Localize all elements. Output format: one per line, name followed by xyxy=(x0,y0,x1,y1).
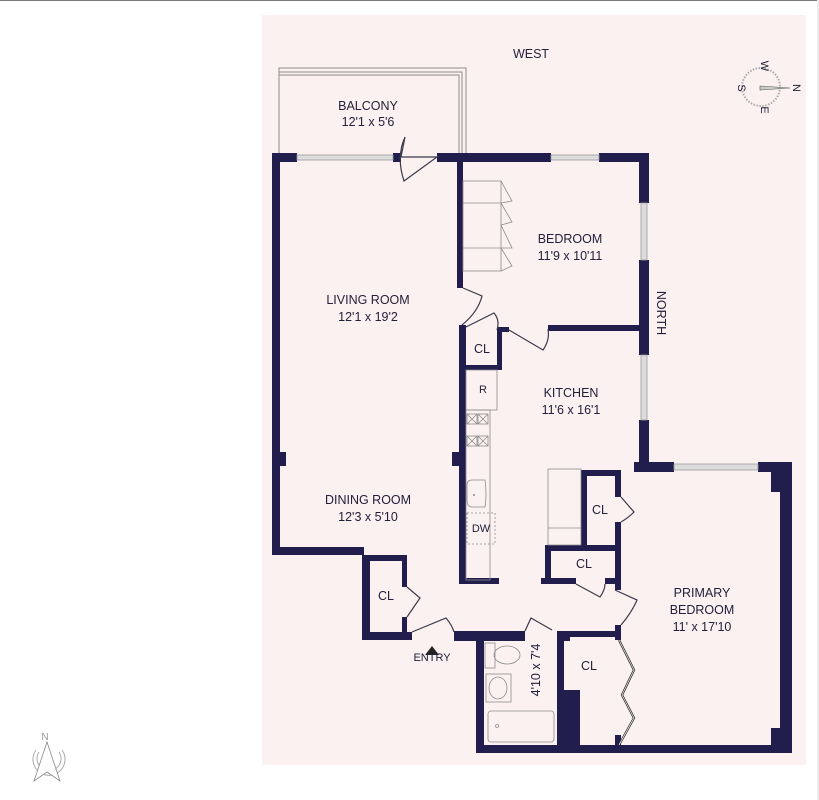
doors xyxy=(399,136,638,746)
dishwasher-label: DW xyxy=(472,523,491,535)
compass-e: E xyxy=(758,106,770,113)
closet-label: CL xyxy=(378,589,394,603)
closet-label: CL xyxy=(581,659,597,673)
plan-background xyxy=(262,15,806,765)
right-border xyxy=(817,0,819,800)
closet-label: CL xyxy=(576,557,592,571)
compass-icon: N S E W xyxy=(735,61,802,114)
bedroom-closet-shelves xyxy=(462,180,513,272)
bath-fixtures xyxy=(484,642,555,743)
bath-dims: 4'10 x 7'4 xyxy=(529,644,543,697)
dishwasher xyxy=(466,512,496,545)
closet-label: CL xyxy=(474,342,490,356)
west-label: WEST xyxy=(513,47,549,61)
bath-sink-icon xyxy=(488,676,508,700)
toilet-icon xyxy=(493,645,521,665)
living-room-label: LIVING ROOM xyxy=(326,293,409,307)
sink-icon xyxy=(466,479,487,508)
dining-room-label: DINING ROOM xyxy=(325,493,411,507)
entry-label: ENTRY xyxy=(413,652,451,664)
refrigerator-label: R xyxy=(479,384,487,396)
walls xyxy=(272,153,792,753)
entry-arrow-icon xyxy=(425,646,439,655)
living-room-dims: 12'1 x 19'2 xyxy=(338,310,398,324)
primary-bedroom-dims: 11' x 17'10 xyxy=(673,620,732,634)
stove-icon xyxy=(466,413,489,447)
windows xyxy=(296,154,759,471)
balcony-dims: 12'1 x 5'6 xyxy=(342,115,395,129)
balcony-railing xyxy=(278,67,467,158)
kitchen-label: KITCHEN xyxy=(544,386,599,400)
compass-w: W xyxy=(758,61,770,72)
bedroom-label: BEDROOM xyxy=(538,232,603,246)
counter xyxy=(465,409,491,581)
kitchen-fixtures xyxy=(465,369,582,581)
compass-n: N xyxy=(790,84,802,92)
north-arrow-icon: N xyxy=(32,732,66,783)
compass-s: S xyxy=(735,84,747,91)
bedroom-dims: 11'9 x 10'11 xyxy=(538,249,603,263)
north-arrow-label: N xyxy=(41,732,48,743)
kitchen-dims: 11'6 x 16'1 xyxy=(542,403,601,417)
bathtub-icon xyxy=(487,710,555,743)
primary-bedroom-label-1: PRIMARY xyxy=(674,586,731,600)
primary-bedroom-label-2: BEDROOM xyxy=(670,603,735,617)
balcony-label: BALCONY xyxy=(338,99,398,113)
dining-room-dims: 12'3 x 5'10 xyxy=(338,510,398,524)
top-border xyxy=(0,0,819,1)
closet-label: CL xyxy=(592,503,608,517)
north-label: NORTH xyxy=(654,291,668,335)
